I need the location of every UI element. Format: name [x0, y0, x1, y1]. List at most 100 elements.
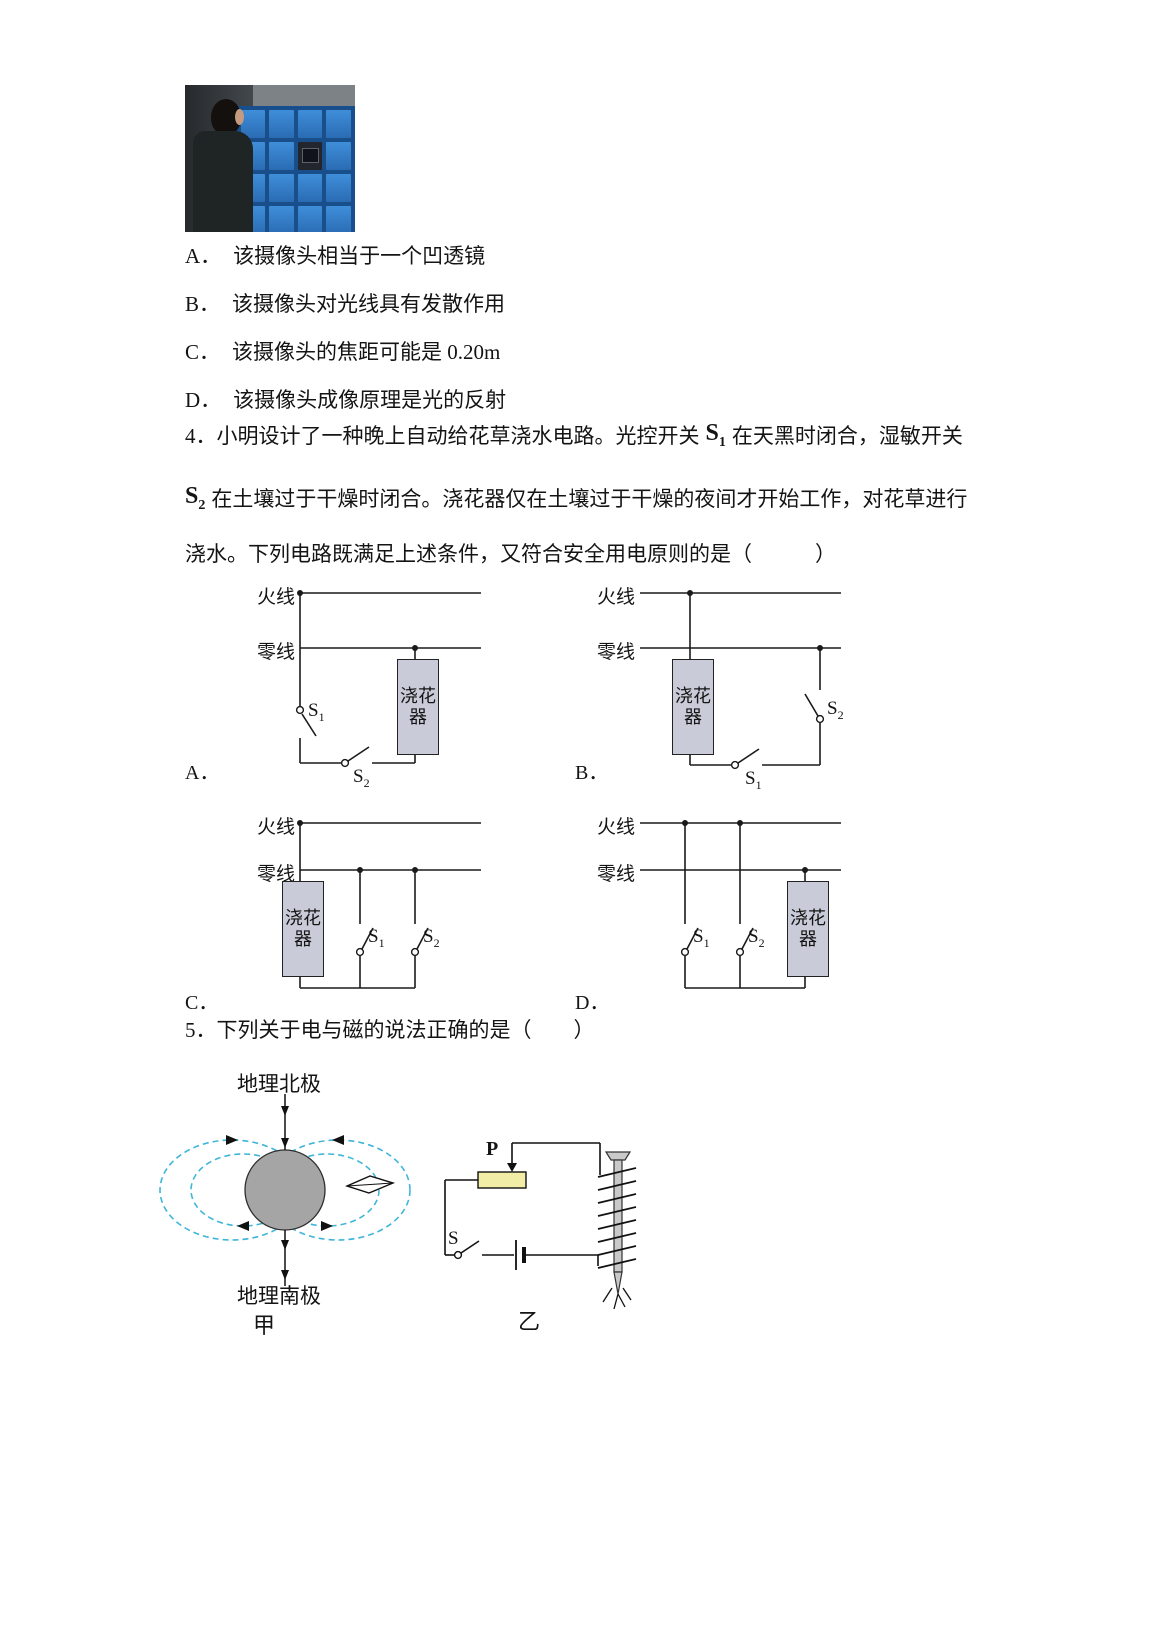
option-a-row: A． 该摄像头相当于一个凹透镜	[185, 240, 485, 270]
locker-door	[296, 204, 324, 232]
junction-dot	[412, 867, 418, 873]
locker-door	[296, 108, 324, 139]
field-arrows	[226, 1106, 344, 1280]
circuit-wires	[444, 1142, 601, 1266]
neutral-wire-label: 零线	[257, 864, 296, 885]
person-face	[235, 109, 244, 125]
live-wire-label: 火线	[597, 587, 636, 608]
option-d-row: D． 该摄像头成像原理是光的反射	[185, 384, 506, 414]
compass-needle	[345, 1175, 396, 1194]
watering-device-box: 浇花器	[282, 881, 324, 977]
switch-s2-label: S2	[423, 926, 440, 950]
junction-dot	[357, 867, 363, 873]
figure-jia: 地理北极	[150, 1060, 440, 1350]
locker-door	[268, 140, 295, 171]
switch-s1-label: S1	[693, 926, 710, 950]
switch-s-label: S	[448, 1228, 459, 1249]
person-silhouette	[189, 97, 255, 232]
option-b-letter: B．	[185, 292, 221, 316]
switch-s1-label: S1	[745, 768, 762, 792]
geo-south-label: 地理南极	[237, 1284, 321, 1308]
switch-s1-symbol: S1	[705, 420, 726, 450]
locker-door	[325, 204, 352, 232]
junction-dot	[687, 590, 693, 596]
circuit-option-d: 火线 零线 浇花器 S1 S2	[595, 808, 845, 1013]
iron-nail	[604, 1151, 632, 1295]
circuit-option-letter-a: A．	[185, 762, 220, 784]
question5-text: 5．下列关于电与磁的说法正确的是（ ）	[185, 1018, 595, 1042]
junction-dot	[297, 820, 303, 826]
locker-door	[268, 108, 295, 139]
watering-device-box: 浇花器	[787, 881, 829, 977]
option-c-letter: C．	[185, 340, 221, 364]
switch-s2-pivot	[815, 714, 825, 724]
switch-s2-label: S2	[827, 698, 844, 722]
switch-s2-pivot	[410, 947, 420, 957]
switch-s2-pivot	[340, 758, 350, 768]
earth-field-svg	[159, 1094, 411, 1286]
circuit-b-wires	[640, 592, 841, 766]
neutral-wire-label: 零线	[597, 864, 636, 885]
option-b-row: B． 该摄像头对光线具有发散作用	[185, 288, 505, 318]
switch-s1-pivot	[730, 760, 740, 770]
question4-text: 在天黑时闭合，湿敏开关	[731, 424, 963, 448]
circuit-c-wires	[299, 822, 481, 989]
switch-s2-pivot	[735, 947, 745, 957]
circuit-option-letter-d: D．	[575, 992, 610, 1014]
question4-text: 4．小明设计了一种晚上自动给花草浇水电路。光控开关	[185, 424, 700, 448]
switch-s1-pivot	[680, 947, 690, 957]
switch-s1-label: S1	[308, 700, 325, 724]
locker-cabinet	[236, 105, 355, 232]
rheostat-p-label: P	[486, 1138, 499, 1160]
figure-yi-caption: 乙	[518, 1309, 541, 1334]
option-a-text: 该摄像头相当于一个凹透镜	[233, 244, 486, 268]
junction-dot	[817, 645, 823, 651]
live-wire-label: 火线	[597, 817, 636, 838]
watering-device-box: 浇花器	[672, 659, 714, 755]
circuit-option-a: 火线 零线 浇花器 S1 S2	[255, 578, 485, 795]
circuit-option-b: 火线 零线 浇花器 S1 S2	[595, 578, 845, 795]
option-d-text: 该摄像头成像原理是光的反射	[233, 388, 507, 412]
switch-s2-label: S2	[748, 926, 765, 950]
question4-line3: 浇水。下列电路既满足上述条件，又符合安全用电原则的是（ ）	[185, 538, 836, 568]
rheostat-body	[477, 1171, 527, 1189]
option-c-row: C． 该摄像头的焦距可能是 0.20m	[185, 336, 500, 366]
junction-dot	[297, 590, 303, 596]
question4-text: 浇水。下列电路既满足上述条件，又符合安全用电原则的是（ ）	[185, 542, 836, 566]
figure-yi: P S 乙	[430, 1130, 690, 1340]
question4-text: 在土壤过于干燥时闭合。浇花器仅在土壤过于干燥的夜间才开始工作，对花草进行	[211, 487, 968, 511]
question5-line: 5．下列关于电与磁的说法正确的是（ ）	[185, 1014, 595, 1044]
circuit-b-svg	[640, 590, 841, 770]
option-b-text: 该摄像头对光线具有发散作用	[232, 292, 506, 316]
junction-dot	[802, 867, 808, 873]
circuit-option-letter-c: C．	[185, 992, 219, 1014]
junction-dot	[412, 645, 418, 651]
option-a-letter: A．	[185, 244, 222, 268]
console-screen	[301, 148, 319, 164]
locker-door	[268, 172, 295, 203]
geo-north-label: 地理北极	[237, 1072, 321, 1096]
watering-device-box: 浇花器	[397, 659, 439, 755]
person-body	[193, 131, 253, 232]
junction-dot	[682, 820, 688, 826]
neutral-wire-label: 零线	[597, 642, 636, 663]
circuit-d-svg	[640, 820, 841, 989]
junction-dot	[737, 820, 743, 826]
switch-s1-label: S1	[368, 926, 385, 950]
earth-globe	[244, 1149, 326, 1231]
live-wire-label: 火线	[257, 587, 296, 608]
neutral-wire-label: 零线	[257, 642, 296, 663]
circuit-a-wires	[299, 592, 481, 764]
circuit-option-c: 火线 零线 浇花器 S1 S2	[255, 808, 485, 1013]
locker-console-panel	[296, 140, 324, 171]
switch-s2-label: S2	[353, 766, 370, 790]
locker-door	[325, 140, 352, 171]
option-c-text: 该摄像头的焦距可能是 0.20m	[232, 340, 501, 364]
locker-door	[268, 204, 295, 232]
coil-windings	[597, 1167, 637, 1269]
live-wire-label: 火线	[257, 817, 296, 838]
circuit-option-letter-b: B．	[575, 762, 609, 784]
option-d-letter: D．	[185, 388, 222, 412]
